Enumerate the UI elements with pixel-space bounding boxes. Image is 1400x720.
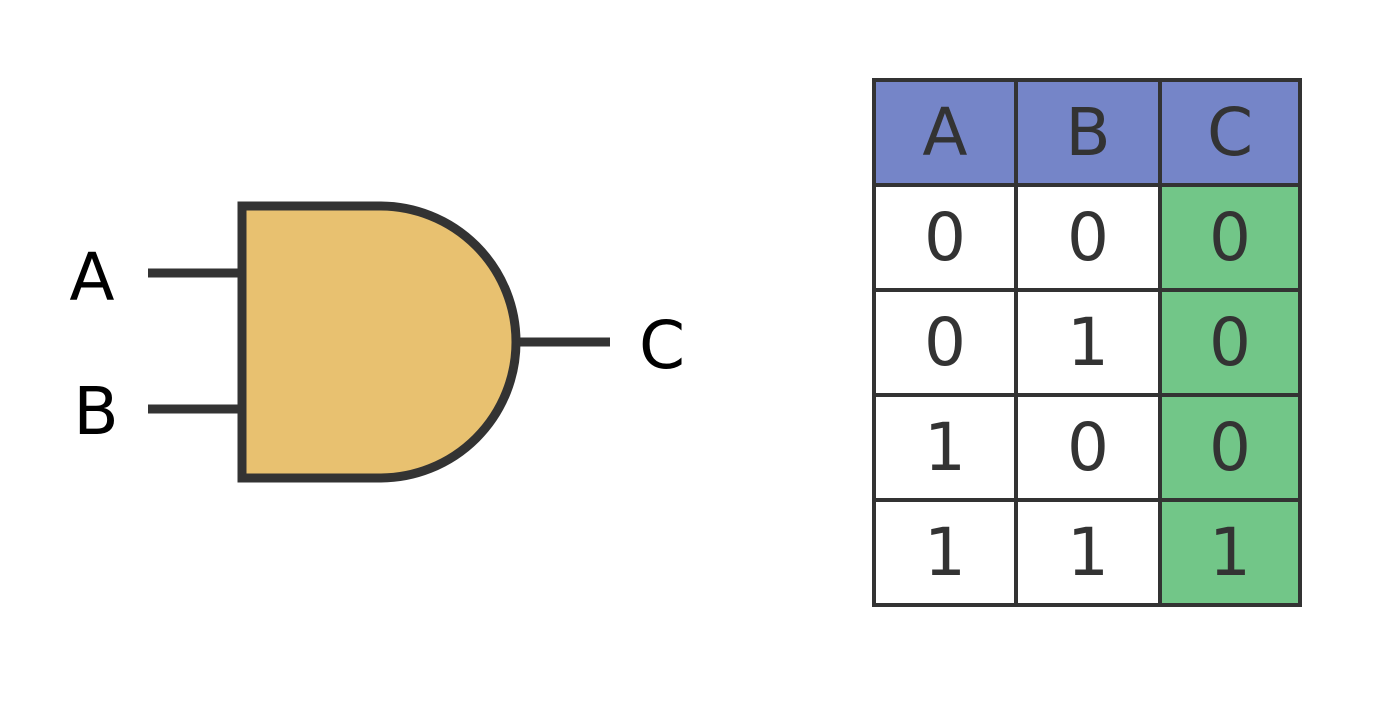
and-gate-diagram: A B C (69, 201, 685, 483)
cell-b: 1 (1014, 288, 1162, 397)
table-row: 0 1 0 (872, 288, 1302, 397)
cell-c-output: 0 (1158, 288, 1302, 397)
and-gate-body (237, 201, 521, 483)
table-row: 1 1 1 (872, 498, 1302, 607)
header-b: B (1014, 78, 1162, 187)
table-row: 1 0 0 (872, 393, 1302, 502)
header-c: C (1158, 78, 1302, 187)
truth-table: A B C 0 0 0 0 1 0 1 0 0 1 1 1 (872, 78, 1302, 607)
output-c-label: C (639, 307, 685, 384)
cell-b: 0 (1014, 183, 1162, 292)
cell-c-output: 0 (1158, 183, 1302, 292)
cell-c-output: 1 (1158, 498, 1302, 607)
truth-table-header-row: A B C (872, 78, 1302, 187)
input-a-label: A (69, 239, 114, 316)
cell-a: 0 (872, 183, 1018, 292)
cell-a: 0 (872, 288, 1018, 397)
cell-c-output: 0 (1158, 393, 1302, 502)
cell-b: 0 (1014, 393, 1162, 502)
cell-a: 1 (872, 498, 1018, 607)
input-b-label: B (73, 373, 118, 450)
table-row: 0 0 0 (872, 183, 1302, 292)
cell-b: 1 (1014, 498, 1162, 607)
cell-a: 1 (872, 393, 1018, 502)
header-a: A (872, 78, 1018, 187)
